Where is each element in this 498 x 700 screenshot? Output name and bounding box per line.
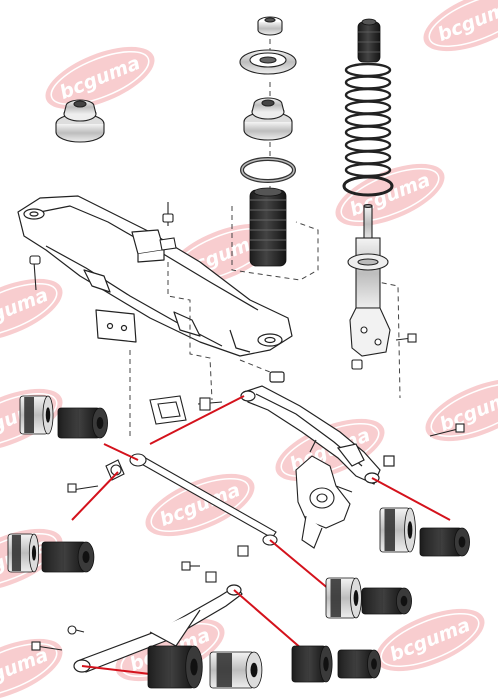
rubber-bushing <box>325 577 362 619</box>
spring-coil <box>344 62 392 78</box>
lateral-link <box>105 453 278 546</box>
spring-seat-lower <box>342 175 394 197</box>
rubber-bushing <box>361 587 412 615</box>
spare-top-mount <box>55 99 105 143</box>
watermark-logo: bcguma <box>425 378 498 442</box>
strut-top-mount <box>239 16 297 183</box>
spring-coil <box>344 162 392 178</box>
rubber-bushing <box>419 527 470 557</box>
rear-subframe <box>17 195 293 357</box>
spring-coil <box>344 150 392 165</box>
watermark-logo: bcguma <box>423 0 498 52</box>
rubber-bushing <box>41 541 95 573</box>
bump-stop <box>357 18 381 63</box>
rubber-bushing <box>7 533 40 573</box>
watermark-logo: bcguma <box>335 163 445 227</box>
rubber-bushing <box>291 645 333 683</box>
rubber-bushing <box>57 407 108 439</box>
trailing-arm <box>240 371 395 485</box>
rubber-bushing <box>379 507 416 553</box>
spring-coil <box>344 137 392 153</box>
rubber-bushing <box>19 395 54 435</box>
lower-control-arm <box>73 584 243 673</box>
spring-coil <box>344 75 392 90</box>
shock-absorber <box>347 203 417 370</box>
wheel-knuckle <box>295 455 353 549</box>
rubber-bushing <box>209 651 263 689</box>
spring-coil <box>344 112 392 128</box>
bushing-group <box>7 395 470 689</box>
subframe-bolts <box>29 202 177 291</box>
dust-boot <box>249 187 287 267</box>
coil-spring <box>344 62 392 178</box>
watermark-logo: bcguma <box>0 638 63 700</box>
callout-lines <box>71 395 451 675</box>
watermark-logo: bcguma <box>145 473 255 537</box>
spring-coil <box>344 87 392 103</box>
rubber-bushing <box>337 649 381 679</box>
loose-hardware <box>31 395 465 651</box>
spring-coil <box>344 100 392 115</box>
spring-coil <box>344 125 392 140</box>
rubber-bushing <box>147 645 203 689</box>
watermark-logo: bcguma <box>45 46 155 110</box>
